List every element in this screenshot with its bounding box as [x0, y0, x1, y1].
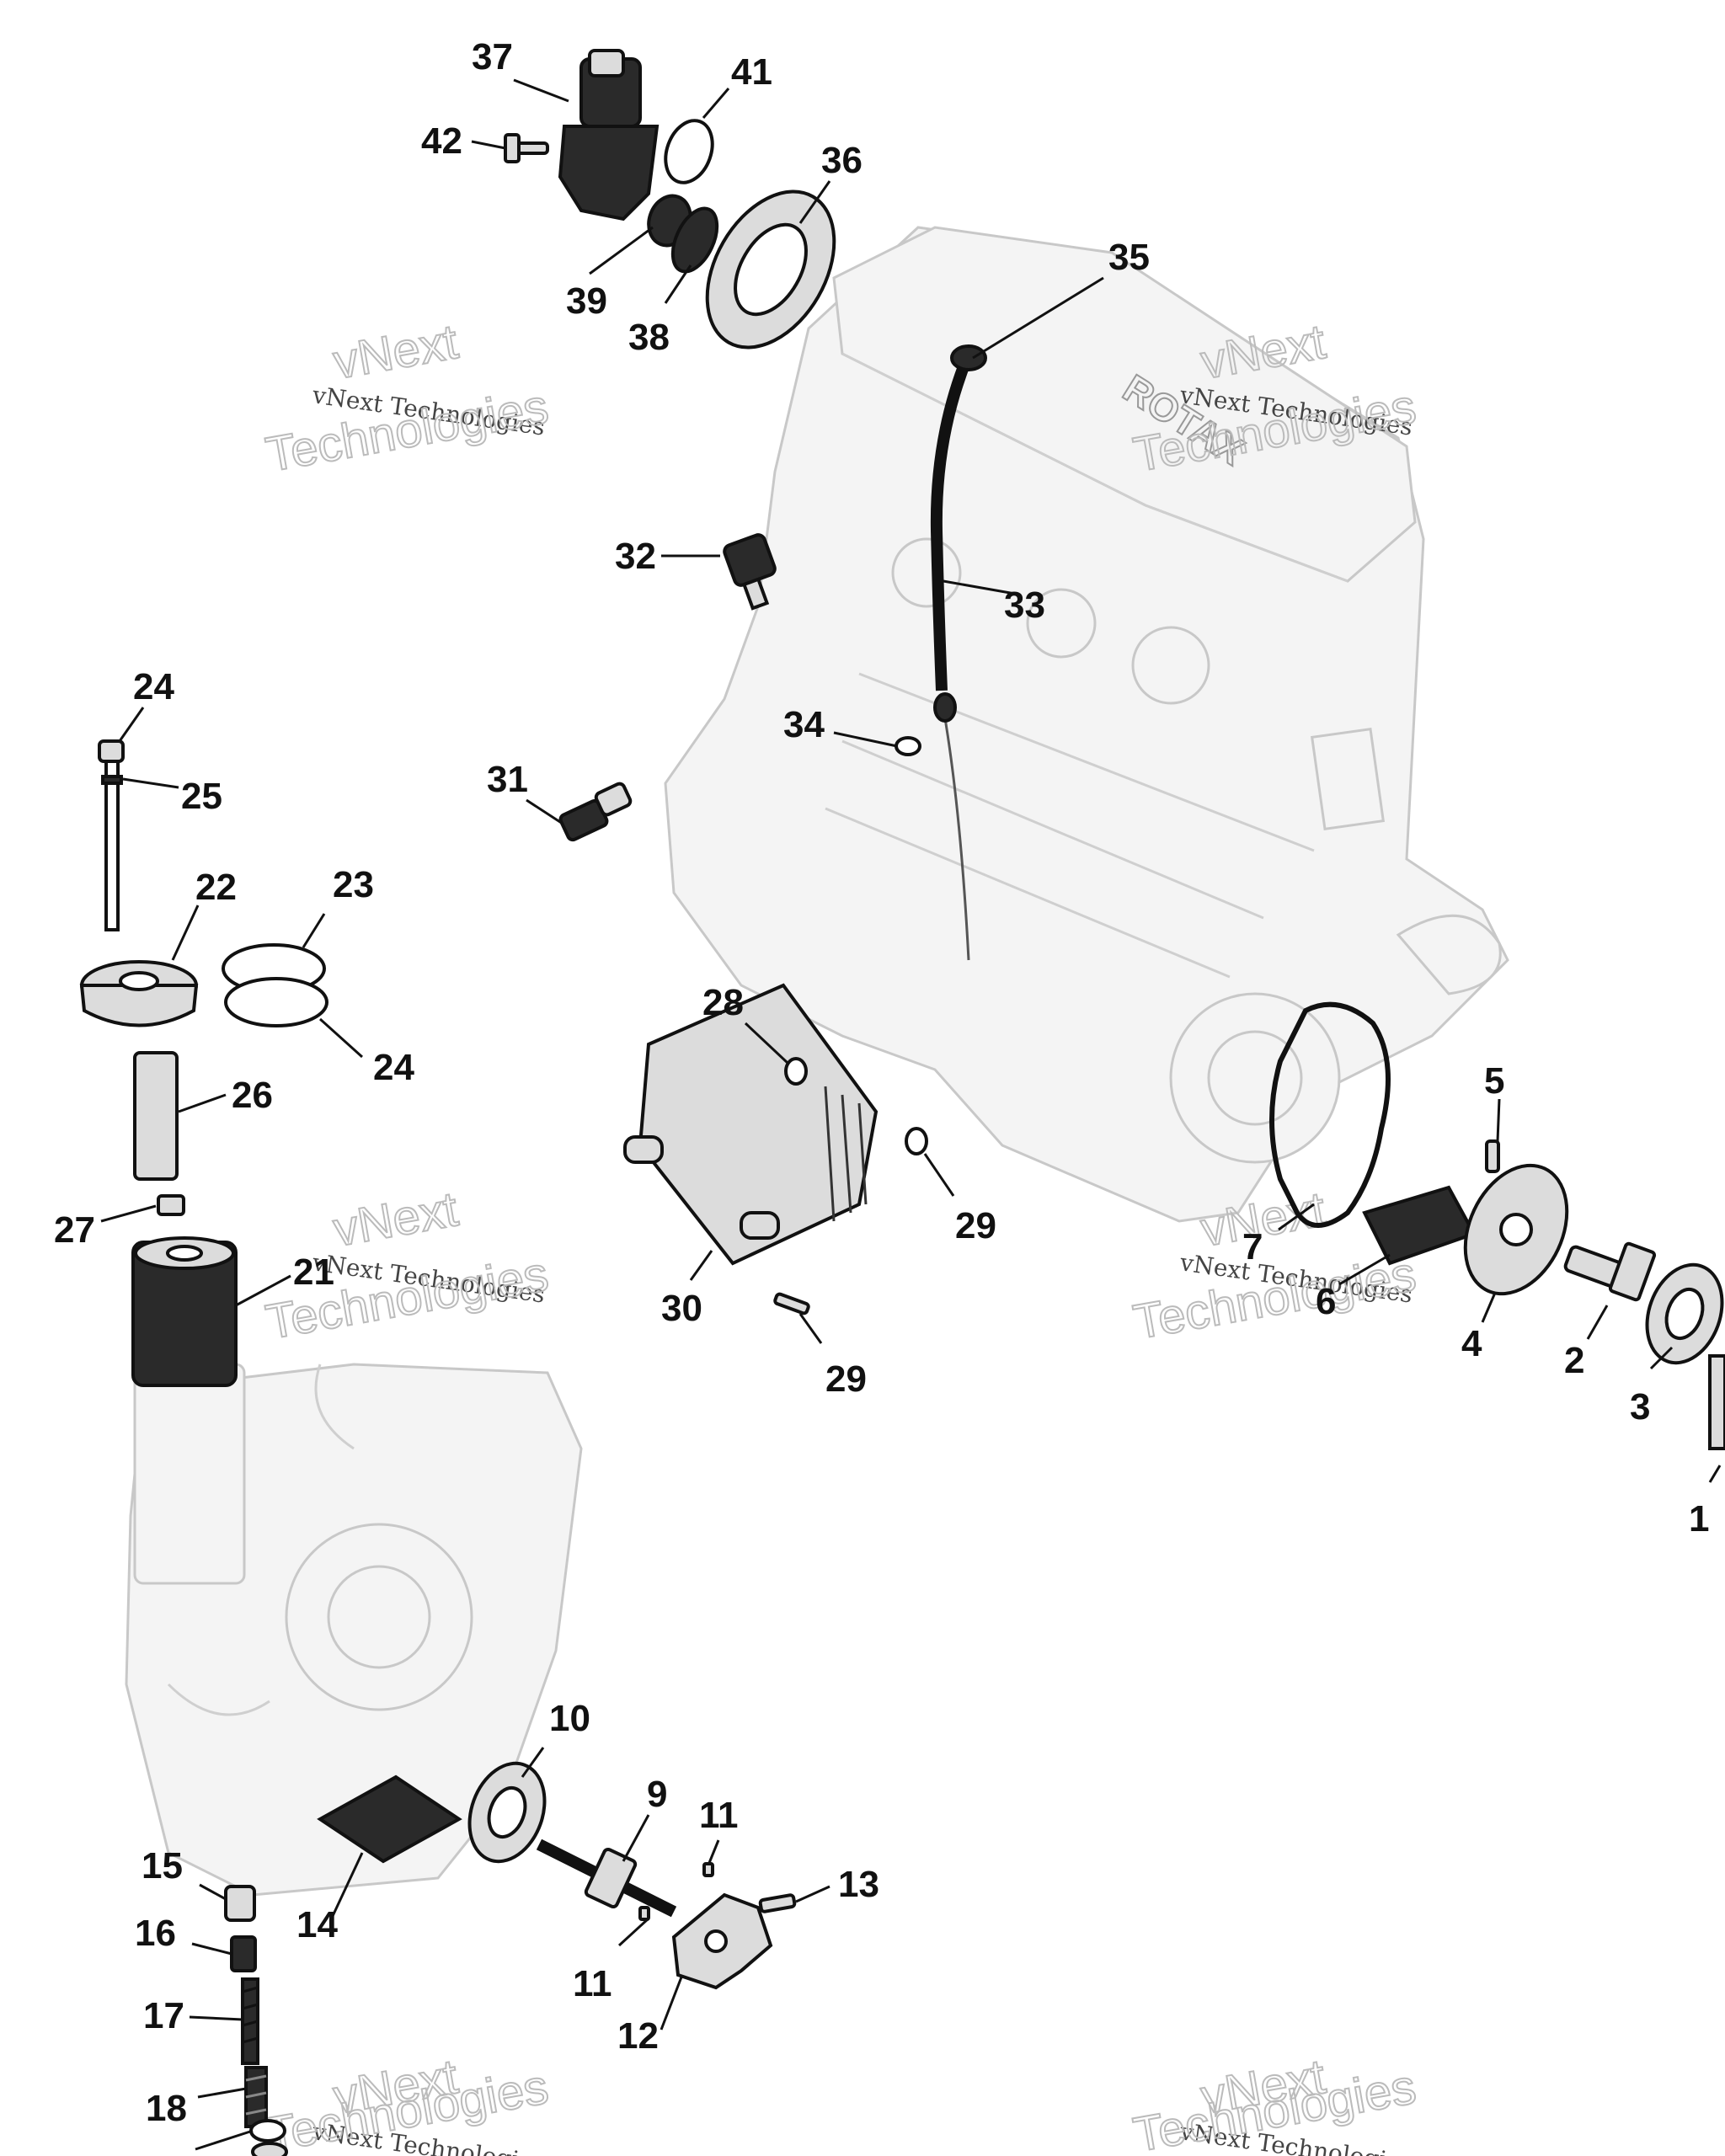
callout-38: 38 — [628, 317, 670, 358]
part-21-oil-filter — [131, 1236, 238, 1387]
callout-2: 2 — [1564, 1340, 1584, 1381]
callout-17: 17 — [143, 1995, 184, 2036]
part-20-cap — [251, 2142, 288, 2156]
part-42-screw — [504, 133, 549, 163]
part-33-sensor — [723, 533, 777, 611]
callout-29-upper: 28 — [702, 982, 744, 1023]
callout-42: 42 — [421, 120, 462, 162]
part-3-rotor — [1645, 1262, 1724, 1365]
callout-14: 14 — [296, 1904, 338, 1945]
part-12-pump-cover — [671, 1892, 773, 1990]
callout-33: 32 — [615, 536, 656, 577]
part-7-gasket — [1269, 1001, 1391, 1228]
part-39-thermostat-housing — [558, 49, 660, 221]
part-5-screw — [1485, 1139, 1500, 1173]
callout-23: 23 — [333, 864, 374, 905]
callout-5: 5 — [1484, 1060, 1504, 1102]
callout-15: 15 — [142, 1845, 183, 1886]
callout-16: 16 — [135, 1913, 176, 1954]
part-35-clip — [895, 736, 921, 756]
part-11-pin-lower — [638, 1906, 650, 1921]
callout-11-upper: 11 — [699, 1795, 739, 1836]
part-23-24-o-rings — [222, 943, 328, 1027]
part-41-o-ring — [664, 119, 714, 184]
callout-18: 18 — [146, 2088, 187, 2129]
part-30-screw — [773, 1292, 810, 1315]
engine-block-ghost — [664, 226, 1509, 1223]
callout-26: 25 — [181, 776, 222, 817]
part-2-gear-shaft — [1563, 1241, 1657, 1302]
callout-9: 9 — [647, 1774, 667, 1815]
svg-text:vNext: vNext — [329, 1182, 462, 1257]
callout-36: 35 — [1108, 237, 1150, 278]
part-18-spring — [244, 2066, 268, 2128]
callout-39: 37 — [472, 36, 513, 77]
svg-text:vNext: vNext — [329, 314, 462, 390]
part-22-filter-cap — [79, 960, 199, 1027]
part-38-gasket — [670, 206, 719, 274]
callout-34: 33 — [1004, 584, 1045, 626]
part-4-pump-cover — [1463, 1163, 1569, 1296]
callout-37: 36 — [821, 140, 862, 181]
part-15-valve — [224, 1885, 256, 1922]
part-10-rotor — [467, 1761, 547, 1864]
callout-1: 1 — [1689, 1498, 1709, 1540]
callout-4: 4 — [1461, 1323, 1482, 1364]
part-36-34-dipstick — [930, 344, 987, 961]
part-13-screw — [758, 1893, 797, 1913]
callout-32: 31 — [487, 759, 528, 800]
part-19-washer — [249, 2119, 286, 2143]
part-28-nut — [157, 1194, 185, 1216]
part-1-housing — [1708, 1354, 1725, 1450]
part-9-shaft — [536, 1838, 677, 1918]
gearbox-case-ghost — [125, 1363, 583, 1897]
callout-13: 13 — [838, 1864, 879, 1905]
callout-11-lower: 11 — [573, 1963, 612, 2004]
part-14-screen — [317, 1774, 462, 1864]
callout-29-lower: 29 — [955, 1205, 996, 1246]
callout-3: 3 — [1630, 1386, 1650, 1428]
callout-6: 6 — [1316, 1281, 1336, 1322]
part-17-spring — [241, 1977, 259, 2065]
part-32-sensor — [558, 782, 633, 842]
callout-labels: 37 42 41 36 35 39 38 32 33 34 31 28 29 3… — [54, 36, 1709, 2129]
part-25-26-bolt — [98, 739, 125, 931]
callout-27: 26 — [232, 1075, 273, 1116]
callout-30: 29 — [825, 1358, 867, 1400]
watermark-5: vNext Technologies vNext Technologies — [261, 2048, 553, 2156]
callout-31: 30 — [661, 1288, 702, 1329]
callout-21: 21 — [293, 1251, 334, 1293]
part-16-plunger — [230, 1935, 257, 1972]
leader-lines — [100, 78, 1722, 2151]
callout-10: 10 — [549, 1698, 590, 1739]
watermark-6: vNext Technologies vNext Technologies — [1129, 2048, 1421, 2156]
part-29-o-ring-upper — [784, 1057, 808, 1086]
callout-35: 34 — [783, 704, 825, 745]
part-29-o-ring-lower — [905, 1127, 928, 1155]
watermark-1: vNext Technologies vNext Technologies — [261, 313, 553, 483]
callout-7: 7 — [1242, 1226, 1263, 1267]
part-31-oil-cooler — [623, 983, 879, 1266]
callout-40: 39 — [566, 280, 607, 322]
callout-41: 41 — [731, 51, 772, 93]
part-27-tube — [133, 1051, 179, 1181]
callout-25: 24 — [133, 666, 174, 707]
callout-12: 12 — [617, 2015, 659, 2057]
part-11-pin-upper — [702, 1862, 714, 1877]
callout-22: 22 — [195, 867, 237, 908]
callout-28: 27 — [54, 1209, 95, 1251]
part-37-cover — [705, 189, 836, 350]
callout-24: 24 — [373, 1047, 414, 1088]
